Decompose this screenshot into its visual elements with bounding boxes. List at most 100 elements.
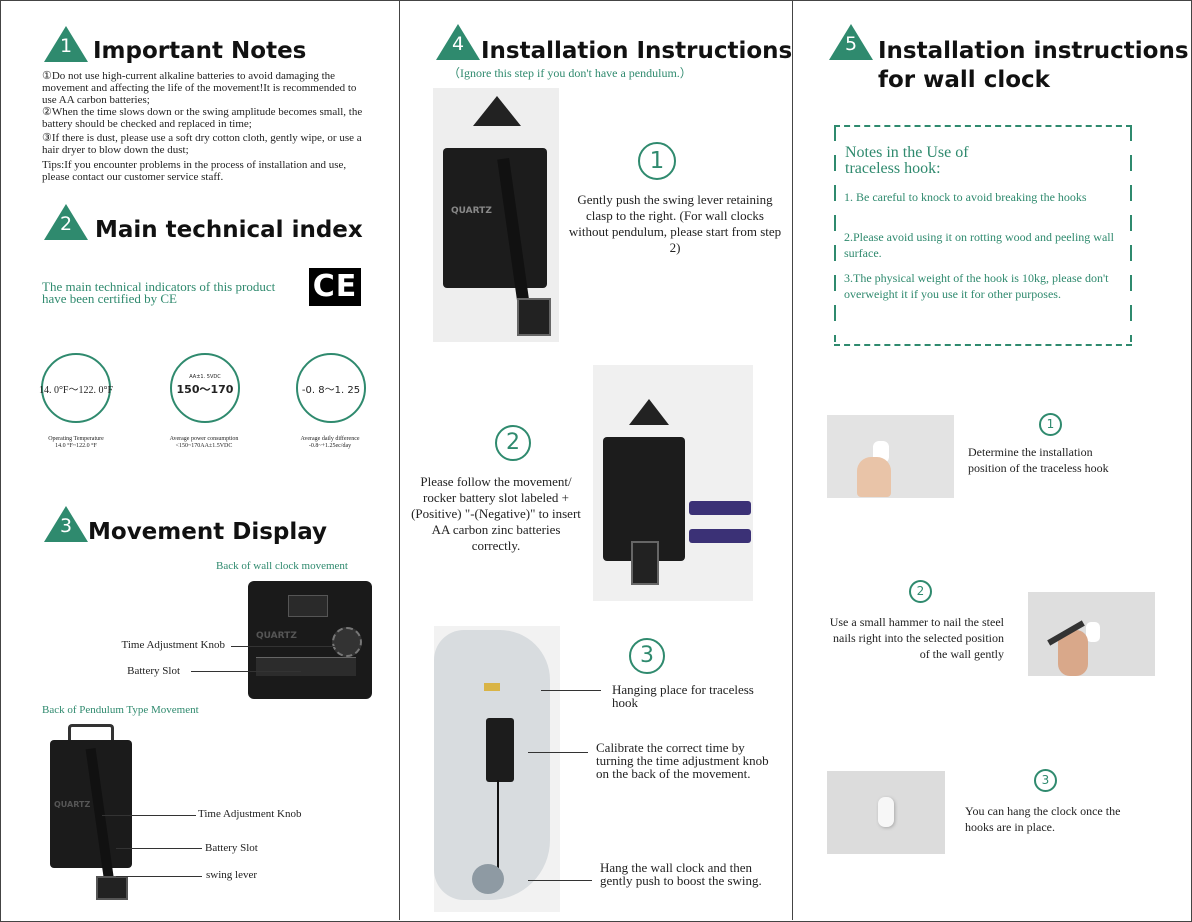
section-5-title-line-1: Installation instructions	[878, 38, 1189, 64]
section-3-number: 3	[59, 515, 73, 537]
movement-label-plate	[288, 595, 328, 617]
hanger-loop	[68, 724, 114, 747]
hang-place-leader	[541, 690, 601, 691]
hanger-triangle	[473, 96, 521, 126]
section-4-number: 4	[451, 33, 465, 55]
ce-text: The main technical indicators of this pr…	[42, 279, 276, 306]
step-3-number: 3	[629, 638, 665, 674]
section-2-number: 2	[59, 213, 73, 235]
movement-body	[603, 437, 685, 561]
section-4-title: Installation Instructions	[481, 38, 793, 64]
knob-leader-line	[231, 646, 341, 647]
quartz-print-3: QUARTZ	[451, 206, 492, 216]
temperature-caption: Operating Temperature	[48, 436, 104, 442]
calibrate-text: Calibrate the correct time by turning th…	[596, 740, 769, 781]
swing-lever-clasp	[517, 298, 551, 336]
temperature-value: 14. 0°F～122. 0°F	[38, 385, 114, 396]
power-sub: <150~170AA±1.5VDC	[175, 443, 233, 449]
pendulum-movement-photo: QUARTZ	[50, 724, 140, 900]
power-circle	[170, 353, 240, 423]
quartz-print: QUARTZ	[256, 631, 297, 641]
section-1-title: Important Notes	[93, 38, 307, 64]
step-1-number: 1	[638, 142, 676, 180]
slot-leader-line	[191, 671, 301, 672]
hook-step-1-photo	[827, 415, 954, 498]
step-2-text: Please follow the movement/ rocker batte…	[411, 474, 581, 553]
step-2-photo	[593, 365, 753, 601]
power-top: AA±1. 5VDC	[189, 374, 221, 380]
step-1-photo: QUARTZ	[433, 88, 559, 342]
daily-diff-sub: -0.8~+1.25ec/day	[308, 443, 352, 449]
daily-diff-circle	[296, 353, 366, 423]
power-value: 150～170	[176, 383, 234, 396]
step-2-number: 2	[495, 425, 531, 461]
slot2-leader-line	[116, 848, 202, 849]
hang-clock-text: Hang the wall clock and then gently push…	[600, 860, 762, 888]
movement-body	[443, 148, 547, 288]
aa-battery-2	[689, 529, 751, 543]
knob2-label: Time Adjustment Knob	[198, 808, 302, 820]
step-3-photo	[434, 626, 560, 912]
hanger-triangle	[629, 399, 669, 425]
power-caption: Average power consumption	[169, 436, 239, 442]
knob2-leader-line	[102, 815, 196, 816]
column-divider-left	[399, 0, 400, 920]
lever-leader-line	[116, 876, 202, 877]
note-1: ①Do not use high-current alkaline batter…	[42, 70, 357, 106]
pendulum-bob	[472, 864, 504, 894]
pendulum-rod	[497, 780, 499, 868]
slot-label: Battery Slot	[127, 665, 180, 677]
section-2-triangle-icon	[44, 204, 88, 240]
section-5-title-line-2: for wall clock	[878, 67, 1050, 93]
knob-label: Time Adjustment Knob	[121, 639, 226, 651]
tips: Tips:If you encounter problems in the pr…	[42, 159, 347, 183]
traceless-hook-shape	[484, 683, 500, 691]
note-3: ③If there is dust, please use a soft dry…	[42, 132, 362, 156]
hand-shape	[857, 457, 891, 497]
section-3-title: Movement Display	[88, 519, 328, 545]
calibrate-leader	[528, 752, 588, 753]
note-item-2: 2.Please avoid using it on rotting wood …	[844, 230, 1114, 260]
temperature-circle	[41, 353, 111, 423]
hang-place-text: Hanging place for traceless hook	[612, 682, 754, 710]
hook-step-1-text: Determine the installation position of t…	[968, 445, 1109, 475]
section-4-triangle-icon	[436, 24, 480, 60]
wall-clock-movement-photo: QUARTZ	[248, 581, 372, 699]
quartz-print-2: QUARTZ	[54, 800, 91, 809]
note-item-1: 1. Be careful to knock to avoid breaking…	[844, 190, 1087, 204]
hook-step-1-number: 1	[1039, 413, 1062, 436]
swing-lever-clasp	[631, 541, 659, 585]
hang-clock-leader	[528, 880, 592, 881]
hook-step-3-number: 3	[1034, 769, 1057, 792]
hook-shape	[1086, 622, 1100, 642]
notes-box-right-edge	[1130, 125, 1132, 342]
lever-label: swing lever	[206, 869, 258, 881]
swing-lever-clasp	[96, 876, 128, 900]
time-adjustment-knob-icon	[332, 627, 362, 657]
hook-step-3-photo	[827, 771, 945, 854]
section-1-number: 1	[59, 35, 73, 57]
section-2-title: Main technical index	[95, 217, 363, 243]
hook-shape	[878, 797, 894, 827]
hook-step-2-photo	[1028, 592, 1155, 676]
battery-slot-shape	[256, 657, 356, 676]
slot2-label: Battery Slot	[205, 842, 258, 854]
section-5-number: 5	[844, 33, 858, 55]
daily-diff-value: -0. 8～1. 25	[301, 385, 361, 396]
aa-battery-1	[689, 501, 751, 515]
notes-dashed-box	[834, 125, 1132, 346]
notes-box-left-edge	[834, 125, 836, 342]
section-1-triangle-icon	[44, 26, 88, 62]
section-4-subtitle: （Ignore this step if you don't have a pe…	[448, 66, 692, 80]
ce-mark-logo: CE	[309, 268, 361, 306]
column-divider-right	[792, 0, 793, 920]
note-2: ②When the time slows down or the swing a…	[42, 106, 363, 130]
movement-body	[486, 718, 514, 782]
back-pendulum-label: Back of Pendulum Type Movement	[42, 704, 199, 716]
daily-diff-caption: Average daily difference	[300, 436, 360, 442]
hook-step-3-text: You can hang the clock once the hooks ar…	[965, 804, 1121, 834]
section-5-triangle-icon	[829, 24, 873, 60]
note-item-3: 3.The physical weight of the hook is 10k…	[844, 271, 1109, 301]
section-3-triangle-icon	[44, 506, 88, 542]
temperature-sub: 14.0 °F~122.0 °F	[55, 443, 97, 449]
